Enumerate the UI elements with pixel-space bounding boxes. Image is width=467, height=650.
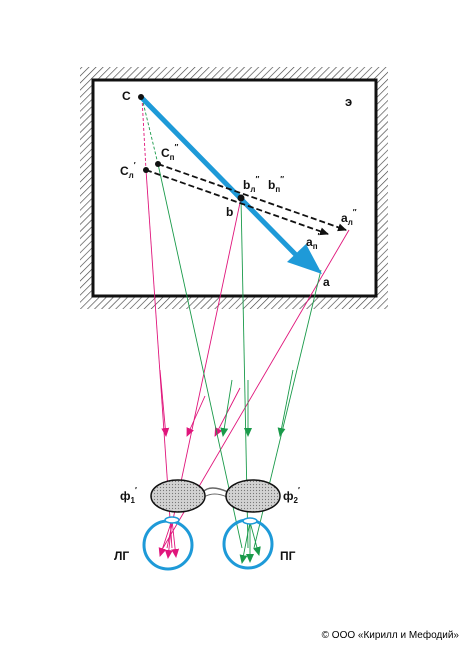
label-c: C xyxy=(122,89,131,103)
label-c-right: Cп″ xyxy=(161,143,179,162)
label-a: a xyxy=(323,275,330,289)
right-eye-lens xyxy=(242,517,258,525)
label-a-right: aп′ xyxy=(306,232,320,251)
image-arrow-right xyxy=(157,163,347,232)
screen-label: э xyxy=(345,94,352,109)
glasses-bridge-lower xyxy=(203,493,228,498)
glasses: ф1′ ф2′ xyxy=(120,479,300,513)
retina-ray-left-1 xyxy=(158,519,173,557)
screen-surface xyxy=(91,78,378,298)
retina-ray-left-3 xyxy=(171,519,180,558)
glasses-bridge xyxy=(202,487,229,493)
left-filter-label: ф1′ xyxy=(120,486,137,505)
image-arrows xyxy=(145,163,347,236)
dot-c-right xyxy=(155,161,161,167)
retina-ray-left-2 xyxy=(164,519,173,559)
left-eye-label: ЛГ xyxy=(114,549,129,563)
screen: э xyxy=(80,67,388,309)
object-arrow xyxy=(138,94,322,274)
ray-stub-right-1 xyxy=(220,379,233,437)
retina-ray-right-1 xyxy=(239,521,251,564)
dot-b xyxy=(237,194,245,202)
point-dots xyxy=(138,94,245,202)
ray-stub-right-3 xyxy=(277,369,294,437)
right-filter xyxy=(225,479,281,513)
label-b-right: bп″ xyxy=(268,175,284,194)
point-labels: C Cл′ Cп″ b bл″ bп″ a aл″ aп′ xyxy=(120,89,357,289)
copyright-notice: © ООО «Кирилл и Мефодий» xyxy=(321,630,459,641)
ray-stub-left-3 xyxy=(214,387,241,437)
dot-c-left xyxy=(143,167,149,173)
label-b-left: bл″ xyxy=(243,175,259,194)
dot-c xyxy=(138,94,144,100)
image-arrow-left xyxy=(145,169,329,236)
ray-c-right xyxy=(157,163,243,549)
object-arrow-head xyxy=(287,244,322,274)
label-c-left: Cл′ xyxy=(120,161,136,180)
object-arrow-shaft xyxy=(138,94,303,262)
ray-c-dashed-left xyxy=(141,97,147,171)
right-filter-label: ф2′ xyxy=(283,486,300,505)
label-a-left: aл″ xyxy=(341,208,357,227)
left-eye-lens xyxy=(164,516,180,524)
ray-stub-left-1 xyxy=(159,369,170,437)
right-eye-label: ПГ xyxy=(280,549,296,563)
left-filter xyxy=(150,479,206,513)
ray-c-dashed-right xyxy=(141,97,159,165)
label-b: b xyxy=(226,205,233,219)
eyes: ЛГ ПГ xyxy=(114,516,296,571)
ray-stub-left-2 xyxy=(186,395,206,437)
retina-ray-right-3 xyxy=(249,521,261,556)
